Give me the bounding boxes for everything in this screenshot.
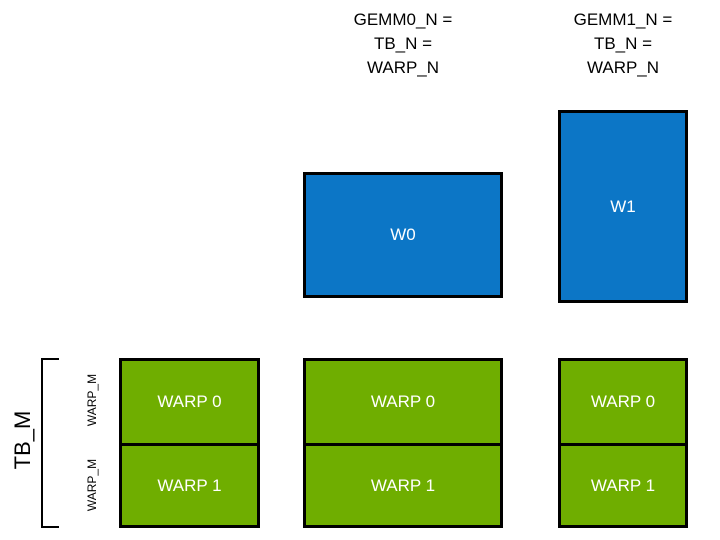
warp-tile-w1-label: W1 bbox=[610, 196, 636, 216]
warp-cell-1-1[interactable]: WARP 1 bbox=[306, 443, 500, 525]
warp-column-2: WARP 0 WARP 1 bbox=[558, 358, 688, 528]
warp-tile-w0-label: W0 bbox=[390, 225, 416, 244]
tb-m-bracket bbox=[41, 358, 59, 528]
axis-label-warp-m-bottom: WARP_M bbox=[85, 458, 99, 512]
warp-cell-2-0[interactable]: WARP 0 bbox=[561, 361, 685, 443]
warp-cell-label: WARP 1 bbox=[590, 475, 656, 495]
axis-label-warp-m-top: WARP_M bbox=[85, 373, 99, 427]
warp-cell-label: WARP 1 bbox=[157, 475, 222, 495]
warp-column-1: WARP 0 WARP 1 bbox=[303, 358, 503, 528]
warp-cell-1-0[interactable]: WARP 0 bbox=[306, 361, 500, 443]
warp-tile-w0[interactable]: W0 bbox=[303, 172, 503, 298]
warp-cell-label: WARP 0 bbox=[157, 392, 222, 411]
warp-cell-label: WARP 1 bbox=[370, 475, 436, 495]
warp-cell-0-1[interactable]: WARP 1 bbox=[122, 443, 257, 525]
warp-cell-0-0[interactable]: WARP 0 bbox=[122, 361, 257, 443]
warp-cell-label: WARP 0 bbox=[590, 392, 656, 411]
warp-cell-label: WARP 0 bbox=[370, 392, 436, 411]
warp-cell-2-1[interactable]: WARP 1 bbox=[561, 443, 685, 525]
column-caption-gemm0: GEMM0_N = TB_N = WARP_N bbox=[353, 10, 453, 77]
warp-tile-w1[interactable]: W1 bbox=[558, 110, 688, 303]
warp-column-0: WARP 0 WARP 1 bbox=[119, 358, 260, 528]
axis-label-tb-m: TB_M bbox=[10, 410, 35, 470]
column-caption-gemm1: GEMM1_N = TB_N = WARP_N bbox=[573, 10, 673, 77]
